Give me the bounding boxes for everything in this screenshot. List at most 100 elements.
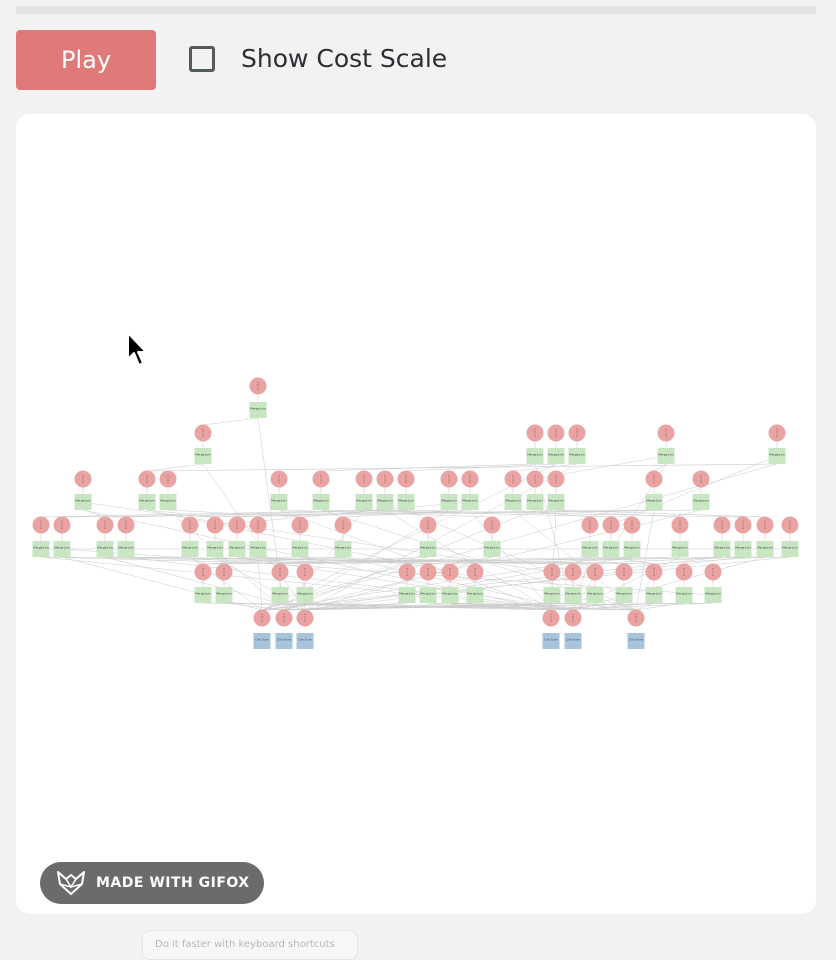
plan-node-box[interactable]: Merge Join [32, 541, 50, 557]
plan-node-circle[interactable] [547, 424, 565, 442]
plan-node-box[interactable]: Merge Join [117, 541, 135, 557]
plan-node-box[interactable]: Merge Join [53, 541, 71, 557]
plan-node-box[interactable]: Merge Join [586, 587, 604, 603]
plan-node-box[interactable]: Merge Join [96, 541, 114, 557]
plan-node-box[interactable]: Merge Join [543, 587, 561, 603]
plan-node-box[interactable]: Merge Join [376, 494, 394, 510]
plan-node-box[interactable]: Merge Join [657, 448, 675, 464]
plan-node-circle[interactable] [526, 470, 544, 488]
plan-node-circle[interactable] [461, 470, 479, 488]
plan-node-circle[interactable] [376, 470, 394, 488]
plan-node-box[interactable]: Merge Join [296, 587, 314, 603]
plan-node-box[interactable]: Merge Join [397, 494, 415, 510]
plan-node-box[interactable]: Merge Join [312, 494, 330, 510]
plan-node-circle[interactable] [466, 563, 484, 581]
plan-node-circle[interactable] [504, 470, 522, 488]
plan-node-box[interactable]: Merge Join [398, 587, 416, 603]
plan-node-box[interactable]: Clie Scan [564, 633, 582, 649]
plan-node-box[interactable]: Clie Scan [542, 633, 560, 649]
plan-node-circle[interactable] [734, 516, 752, 534]
plan-node-circle[interactable] [586, 563, 604, 581]
plan-node-circle[interactable] [526, 424, 544, 442]
plan-node-circle[interactable] [270, 470, 288, 488]
plan-node-circle[interactable] [419, 516, 437, 534]
plan-node-box[interactable]: Merge Join [526, 494, 544, 510]
plan-node-circle[interactable] [645, 563, 663, 581]
plan-node-box[interactable]: Merge Join [692, 494, 710, 510]
plan-node-circle[interactable] [53, 516, 71, 534]
plan-node-box[interactable]: Merge Join [419, 541, 437, 557]
plan-node-circle[interactable] [334, 516, 352, 534]
plan-node-box[interactable]: Merge Join [355, 494, 373, 510]
plan-node-circle[interactable] [228, 516, 246, 534]
plan-node-circle[interactable] [615, 563, 633, 581]
plan-node-box[interactable]: Merge Join [504, 494, 522, 510]
plan-node-box[interactable]: Merge Join [194, 448, 212, 464]
plan-node-circle[interactable] [581, 516, 599, 534]
plan-node-box[interactable]: Merge Join [249, 541, 267, 557]
plan-node-box[interactable]: Merge Join [419, 587, 437, 603]
plan-node-circle[interactable] [398, 563, 416, 581]
plan-node-circle[interactable] [275, 609, 293, 627]
plan-node-box[interactable]: Merge Join [159, 494, 177, 510]
plan-node-circle[interactable] [253, 609, 271, 627]
plan-node-circle[interactable] [547, 470, 565, 488]
plan-node-box[interactable]: Clie Scan [627, 633, 645, 649]
plan-node-circle[interactable] [675, 563, 693, 581]
plan-node-box[interactable]: Merge Join [206, 541, 224, 557]
plan-node-circle[interactable] [249, 377, 267, 395]
plan-node-box[interactable]: Merge Join [734, 541, 752, 557]
show-cost-scale-toggle[interactable]: Show Cost Scale [189, 44, 447, 73]
plan-node-box[interactable]: Clie Scan [253, 633, 271, 649]
plan-node-circle[interactable] [96, 516, 114, 534]
plan-node-circle[interactable] [542, 609, 560, 627]
plan-node-circle[interactable] [296, 609, 314, 627]
plan-node-circle[interactable] [627, 609, 645, 627]
plan-node-circle[interactable] [713, 516, 731, 534]
plan-node-box[interactable]: Merge Join [461, 494, 479, 510]
plan-node-box[interactable]: Merge Join [713, 541, 731, 557]
plan-node-box[interactable]: Merge Join [270, 494, 288, 510]
plan-node-circle[interactable] [291, 516, 309, 534]
plan-node-box[interactable]: Merge Join [466, 587, 484, 603]
plan-node-box[interactable]: Merge Join [526, 448, 544, 464]
plan-node-circle[interactable] [355, 470, 373, 488]
plan-node-circle[interactable] [704, 563, 722, 581]
plan-node-box[interactable]: Merge Join [671, 541, 689, 557]
plan-node-box[interactable]: Merge Join [568, 448, 586, 464]
plan-node-circle[interactable] [623, 516, 641, 534]
plan-node-circle[interactable] [657, 424, 675, 442]
made-with-gifox-badge[interactable]: MADE WITH GIFOX [40, 862, 264, 904]
plan-node-box[interactable]: Merge Join [249, 402, 267, 418]
plan-node-box[interactable]: Merge Join [645, 494, 663, 510]
plan-node-box[interactable]: Merge Join [441, 587, 459, 603]
plan-node-box[interactable]: Merge Join [228, 541, 246, 557]
plan-node-circle[interactable] [117, 516, 135, 534]
plan-node-circle[interactable] [756, 516, 774, 534]
plan-node-circle[interactable] [564, 609, 582, 627]
plan-node-circle[interactable] [645, 470, 663, 488]
plan-node-circle[interactable] [483, 516, 501, 534]
plan-node-circle[interactable] [74, 470, 92, 488]
plan-node-box[interactable]: Merge Join [194, 587, 212, 603]
plan-node-box[interactable]: Merge Join [138, 494, 156, 510]
plan-node-box[interactable]: Merge Join [74, 494, 92, 510]
plan-node-box[interactable]: Merge Join [181, 541, 199, 557]
plan-node-circle[interactable] [32, 516, 50, 534]
plan-node-circle[interactable] [159, 470, 177, 488]
plan-node-circle[interactable] [194, 424, 212, 442]
plan-node-box[interactable]: Merge Join [756, 541, 774, 557]
plan-node-box[interactable]: Merge Join [440, 494, 458, 510]
plan-node-circle[interactable] [138, 470, 156, 488]
plan-node-box[interactable]: Merge Join [645, 587, 663, 603]
plan-node-box[interactable]: Merge Join [704, 587, 722, 603]
plan-node-circle[interactable] [768, 424, 786, 442]
plan-node-box[interactable]: Merge Join [291, 541, 309, 557]
plan-node-circle[interactable] [440, 470, 458, 488]
plan-node-circle[interactable] [671, 516, 689, 534]
plan-node-circle[interactable] [543, 563, 561, 581]
plan-node-box[interactable]: Merge Join [623, 541, 641, 557]
cost-scale-checkbox[interactable] [189, 45, 215, 72]
plan-node-circle[interactable] [249, 516, 267, 534]
plan-node-circle[interactable] [441, 563, 459, 581]
